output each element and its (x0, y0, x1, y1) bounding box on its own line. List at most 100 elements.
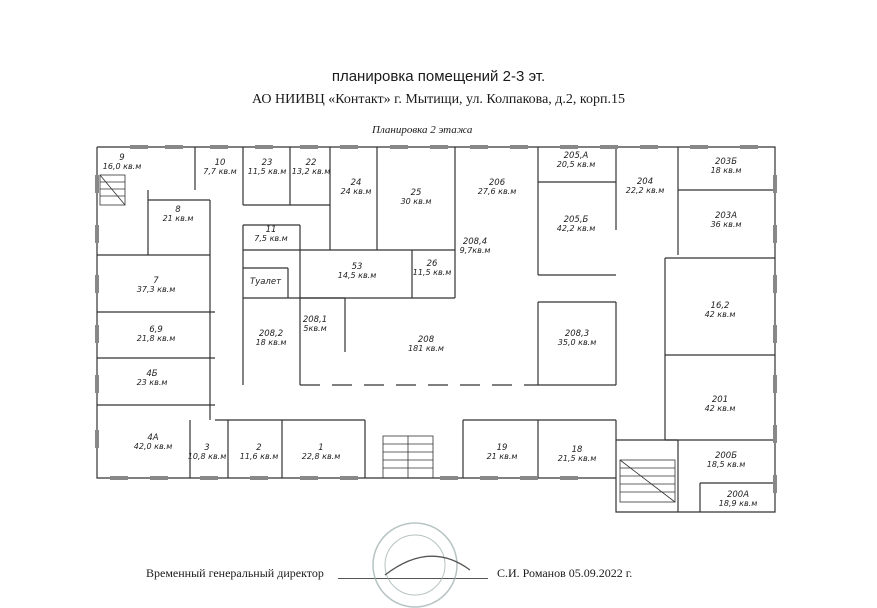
plan-title: планировка помещений 2-3 эт. (331, 68, 546, 85)
room-area: 24 кв.м (341, 187, 372, 196)
room-number: 9 (119, 153, 124, 163)
room-number: 204 (637, 177, 653, 187)
room-number: 24 (351, 178, 362, 188)
room-number: 10 (215, 158, 226, 168)
room-area: 10,8 кв.м (188, 452, 226, 461)
room-208-4: 208,49,7кв.м (460, 237, 491, 255)
room-7: 737,3 кв.м (137, 276, 175, 294)
room-area: 7,7 кв.м (203, 167, 236, 176)
room-208-3: 208,335,0 кв.м (558, 329, 596, 347)
room-10: 107,7 кв.м (203, 158, 236, 176)
room-area: 181 кв.м (408, 344, 444, 353)
room-area: 22,2 кв.м (626, 186, 664, 195)
room-area: 21 кв.м (163, 214, 194, 223)
room-number: 208,2 (259, 329, 283, 339)
room-area: 7,5 кв.м (254, 234, 287, 243)
room-number: 16,2 (711, 301, 730, 311)
room-area: 21 кв.м (487, 452, 518, 461)
room-number: 201 (712, 395, 728, 405)
room-number: 8 (175, 205, 181, 215)
room-area: 11,6 кв.м (240, 452, 278, 461)
room-number: 19 (497, 443, 508, 453)
room-area: 11,5 кв.м (413, 268, 451, 277)
room-number: 7 (153, 276, 159, 286)
room-area: 14,5 кв.м (338, 271, 376, 280)
room-16-2: 16,242 кв.м (705, 301, 736, 319)
room-number: 18 (572, 445, 583, 455)
room-area: 9,7кв.м (460, 246, 491, 255)
room-area: 16,0 кв.м (103, 162, 141, 171)
room-number: 203Б (715, 157, 737, 167)
room-area: 23 кв.м (137, 378, 168, 387)
room-number: 203А (715, 211, 737, 221)
room-area: 18,5 кв.м (707, 460, 745, 469)
room-number: 205,Б (564, 215, 589, 225)
room-area: 27,6 кв.м (478, 187, 516, 196)
room-area: 42 кв.м (705, 310, 736, 319)
room-number: 208,4 (463, 237, 487, 247)
signatory-title: Временный генеральный директор (146, 566, 324, 580)
room-1: 122,8 кв.м (302, 443, 340, 461)
room-number: 208 (418, 335, 435, 345)
plan-windows (95, 145, 777, 493)
room-number: 6,9 (149, 325, 163, 335)
room-area: 11,5 кв.м (248, 167, 286, 176)
room-208-2: 208,218 кв.м (256, 329, 287, 347)
stairs (99, 174, 676, 503)
floor-caption: Планировка 2 этажа (372, 124, 473, 136)
room-number: 200Б (715, 451, 737, 461)
toilet-label: Туалет (250, 277, 282, 287)
room-area: 18 кв.м (711, 166, 742, 175)
room-area: 35,0 кв.м (558, 338, 596, 347)
room-area: 18,9 кв.м (719, 499, 757, 508)
room-number: 1 (318, 443, 323, 453)
room-2: 211,6 кв.м (240, 443, 278, 461)
room-6-9: 6,921,8 кв.м (137, 325, 175, 343)
room-number: 26 (427, 259, 438, 269)
room-number: 3 (204, 443, 209, 453)
room-8: 821 кв.м (163, 205, 194, 223)
room-area: 20,5 кв.м (557, 160, 595, 169)
room-number: 25 (411, 188, 422, 198)
room-number: 4Б (146, 369, 157, 379)
room-number: 22 (306, 158, 317, 168)
room-area: 30 кв.м (401, 197, 432, 206)
room-area: 13,2 кв.м (292, 167, 330, 176)
room-area: 42,2 кв.м (557, 224, 595, 233)
room-9: 916,0 кв.м (103, 153, 141, 171)
room-number: 200А (727, 490, 749, 500)
room-number: 208,1 (303, 315, 327, 325)
signatory-name-date: С.И. Романов 05.09.2022 г. (497, 566, 633, 580)
room-area: 42 кв.м (705, 404, 736, 413)
room-area: 21,5 кв.м (558, 454, 596, 463)
room-area: 37,3 кв.м (137, 285, 175, 294)
room-number: 4А (147, 433, 158, 443)
room-number: 208,3 (565, 329, 589, 339)
room-number: 206 (489, 178, 506, 188)
room-205-А: 205,А20,5 кв.м (557, 151, 595, 169)
room-number: 23 (262, 158, 273, 168)
room-area: 36 кв.м (711, 220, 742, 229)
room-area: 42,0 кв.м (134, 442, 172, 451)
room-number: 53 (352, 262, 363, 272)
signature-line (338, 578, 488, 579)
